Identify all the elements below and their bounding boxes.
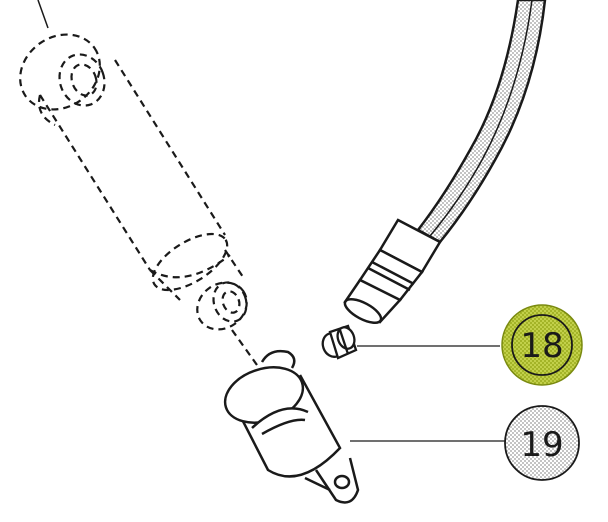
hose-fitting (343, 218, 442, 324)
callout-19-label: 19 (520, 425, 563, 465)
part-18-bolt (321, 324, 358, 360)
callout-19[interactable]: 19 (504, 405, 580, 481)
shock-absorber-ghost (19, 0, 263, 373)
hose (416, 0, 547, 244)
part-19-bracket (223, 349, 360, 504)
callout-18[interactable]: 18 (501, 304, 583, 386)
callout-18-label: 18 (520, 326, 563, 366)
